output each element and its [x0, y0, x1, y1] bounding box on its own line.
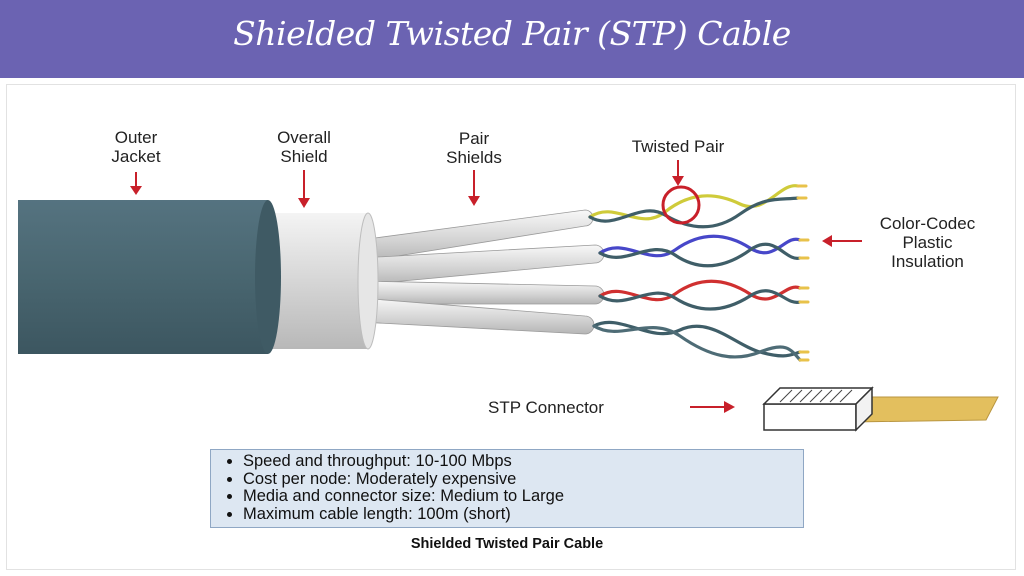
specs-list: Speed and throughput: 10-100 Mbps Cost p…: [221, 452, 793, 524]
spec-item: Cost per node: Moderately expensive: [243, 470, 793, 489]
label-arrows: [130, 160, 862, 413]
diagram-caption: Shielded Twisted Pair Cable: [410, 536, 604, 552]
label-overall-shield: Overall Shield: [277, 128, 331, 166]
label-color-coded-insulation: Color-Codec Plastic Insulation: [879, 214, 976, 271]
twisted-pair-circle: [661, 185, 701, 225]
pair-shields: [359, 209, 605, 335]
slide-title: Shielded Twisted Pair (STP) Cable: [233, 14, 791, 53]
slide-frame: [6, 84, 1016, 570]
label-pair-shields: Pair Shields: [446, 129, 502, 167]
label-twisted-pair: Twisted Pair: [631, 137, 725, 156]
title-bar: Shielded Twisted Pair (STP) Cable: [0, 0, 1024, 78]
spec-item: Media and connector size: Medium to Larg…: [243, 487, 793, 506]
stp-connector: [762, 386, 999, 432]
spec-item: Speed and throughput: 10-100 Mbps: [243, 452, 793, 471]
twisted-wires: [588, 184, 810, 362]
label-outer-jacket: Outer Jacket: [111, 128, 161, 166]
outer-jacket: [18, 200, 281, 354]
label-stp-connector: STP Connector: [488, 398, 604, 417]
spec-item: Maximum cable length: 100m (short): [243, 505, 793, 524]
specs-box: Speed and throughput: 10-100 Mbps Cost p…: [210, 449, 804, 528]
